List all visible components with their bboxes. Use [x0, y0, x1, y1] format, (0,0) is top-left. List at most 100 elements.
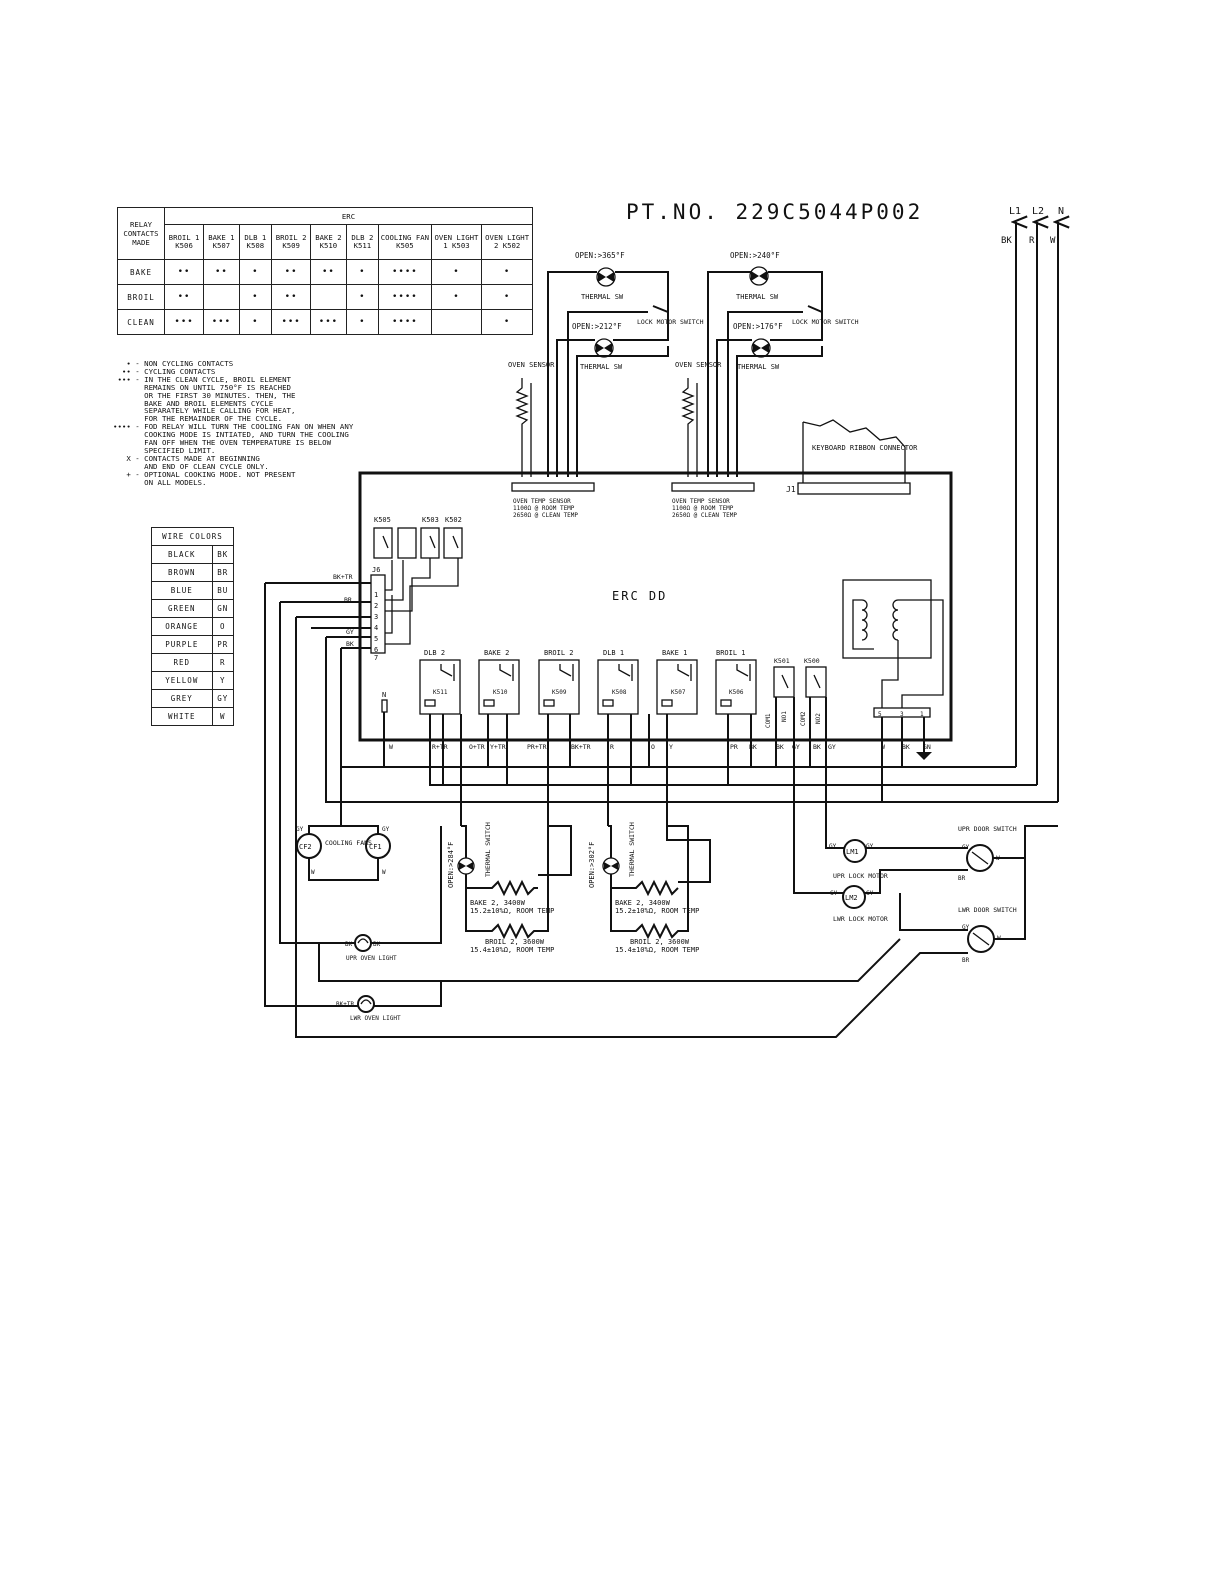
light-wire: BK — [373, 941, 381, 948]
upper-door-switch-label: UPR DOOR SWITCH — [958, 825, 1017, 833]
wire-label: GY — [828, 743, 836, 751]
transformer: 5 3 1 — [842, 579, 944, 718]
upper-thermal-top-label: THERMAL SW — [581, 293, 624, 301]
power-label-l1: L1 — [1009, 206, 1021, 217]
wire-label: O+TR — [469, 743, 485, 751]
element-bake-spec: 15.2±10%Ω, ROOM TEMP — [470, 907, 554, 915]
lower-oven-light-label: LWR OVEN LIGHT — [350, 1015, 401, 1022]
relay-cell: • — [238, 309, 273, 335]
j6-pin: 2 — [374, 602, 378, 610]
switch-wire: BR — [962, 957, 970, 964]
wire-label: Y — [669, 743, 673, 751]
relay-row-label: CLEAN — [117, 309, 165, 335]
upper-thermal-mid-open: OPEN:>212°F — [572, 322, 622, 331]
relay-contacts-table: RELAY CONTACTS MADE ERC BROIL 1 K506 BAK… — [117, 207, 533, 335]
erc-board — [358, 471, 953, 742]
sensor-spec: OVEN TEMP SENSOR — [672, 498, 730, 505]
relay-cell: ••• — [163, 309, 205, 335]
element-bake: BAKE 2, 3400W — [470, 899, 526, 907]
sensor-spec: 1100Ω @ ROOM TEMP — [672, 505, 734, 512]
lower-thermal-mid-open: OPEN:>176°F — [733, 322, 783, 331]
relay-legend: • - NON CYCLING CONTACTS •• - CYCLING CO… — [113, 359, 354, 487]
element-open: OPEN:>284°F — [447, 842, 455, 888]
motor-wire: GY — [866, 843, 874, 850]
wire-label: R+TR — [432, 743, 448, 751]
upper-oven-light-icon — [354, 934, 372, 952]
j6-pin: 7 — [374, 654, 378, 662]
element-bake-spec: 15.2±10%Ω, ROOM TEMP — [615, 907, 699, 915]
board-bottom-wire-labels: W R+TR O+TR Y+TR PR+TR BK+TR R O Y PR BK… — [389, 743, 931, 751]
relay-name: DLB 2 — [424, 649, 445, 657]
contact-label: NO1 — [781, 711, 788, 722]
wire-color-code: W — [211, 707, 235, 726]
lock-motors: LM1 UPR LOCK MOTOR LM2 LWR LOCK MOTOR GY… — [441, 839, 968, 982]
relay-table-corner: RELAY CONTACTS MADE — [117, 207, 165, 260]
j6-pin: 6 — [374, 646, 378, 654]
neutral-label: N — [382, 691, 386, 699]
j6-connector: J6 1 2 3 4 5 6 7 BK+TR BR GY BK — [265, 558, 459, 662]
power-label-l2: L2 — [1032, 206, 1044, 217]
lower-lock-switch-label: LOCK MOTOR SWITCH — [792, 318, 859, 326]
plug-pin: 1 — [920, 711, 924, 718]
wire-label: GN — [923, 743, 931, 751]
relay-bake2: BAKE 2 K510 — [478, 649, 520, 715]
j6-wire-label: BK — [346, 640, 354, 648]
lower-door-switch-label: LWR DOOR SWITCH — [958, 906, 1017, 914]
power-lines: L1 L2 N BK R W — [1001, 206, 1064, 802]
lower-thermal-top-label: THERMAL SW — [736, 293, 779, 301]
main-relays: DLB 2 K511 BAKE 2 K510 BROIL 2 K509 DLB … — [381, 649, 827, 728]
relay-dlb2: DLB 2 K511 — [419, 649, 461, 715]
relay-cell: • — [481, 309, 533, 335]
wire-label: PR+TR — [527, 743, 547, 751]
motor-name: UPR LOCK MOTOR — [833, 872, 888, 880]
motor-lm2-icon — [842, 885, 866, 909]
relay-cell: • — [238, 284, 273, 310]
switch-wire: GY — [962, 924, 970, 931]
relay-cell — [430, 309, 483, 335]
sensor-spec: 2650Ω @ CLEAN TEMP — [672, 512, 737, 519]
relay-k: K509 — [552, 689, 567, 696]
fan-label: CF1 — [369, 843, 382, 851]
element-broil-spec: 15.4±10%Ω, ROOM TEMP — [615, 946, 699, 954]
relay-k: K510 — [493, 689, 508, 696]
wire-label: GY — [792, 743, 800, 751]
relay-k: K506 — [729, 689, 744, 696]
j6-pin: 3 — [374, 613, 378, 621]
ribbon-label: KEYBOARD RIBBON CONNECTOR — [812, 444, 918, 452]
fan-wire: GY — [296, 826, 304, 833]
relay-cell: •• — [163, 259, 205, 285]
upper-thermal-group: OPEN:>365°F THERMAL SW OPEN:>212°F THERM… — [508, 251, 704, 519]
relay-k: K511 — [433, 689, 448, 696]
board-label: ERC DD — [612, 589, 667, 603]
wire-label: BK — [902, 743, 910, 751]
wire-label: BK — [776, 743, 784, 751]
relay-col-header: BROIL 2 K509 — [271, 224, 312, 260]
fan-wire: W — [382, 869, 386, 876]
relay-col-header: DLB 1 K508 — [238, 224, 273, 260]
wire-label: O — [651, 743, 655, 751]
j6-pin: 4 — [374, 624, 378, 632]
element-broil-spec: 15.4±10%Ω, ROOM TEMP — [470, 946, 554, 954]
relay-name: BROIL 1 — [716, 649, 746, 657]
j6-pin: 1 — [374, 591, 378, 599]
plug-pin: 3 — [900, 711, 904, 718]
upper-sensor-connector — [511, 482, 595, 492]
relay-cell: •••• — [378, 284, 432, 310]
sensor-spec: 2650Ω @ CLEAN TEMP — [513, 512, 578, 519]
wire-label: BK — [813, 743, 821, 751]
j6-wire-label: GY — [346, 628, 354, 636]
element-bake: BAKE 2, 3400W — [615, 899, 671, 907]
upper-elements: OPEN:>284°F THERMAL SWITCH BAKE 2, 3400W… — [447, 822, 554, 954]
motor-label: LM2 — [845, 894, 858, 902]
upper-oven-sensor-label: OVEN SENSOR — [508, 361, 555, 369]
upper-thermal-mid-label: THERMAL SW — [580, 363, 623, 371]
relay-cell: • — [238, 259, 273, 285]
j6-label: J6 — [372, 566, 380, 574]
relay-cell: • — [345, 309, 380, 335]
relay-k500-label: K500 — [804, 657, 820, 665]
relay-name: DLB 1 — [603, 649, 624, 657]
upper-thermal-top-open: OPEN:>365°F — [575, 251, 625, 260]
switch-wire: GY — [962, 844, 970, 851]
element-broil: BROIL 2, 3600W — [485, 938, 545, 946]
relay-k: K508 — [612, 689, 627, 696]
